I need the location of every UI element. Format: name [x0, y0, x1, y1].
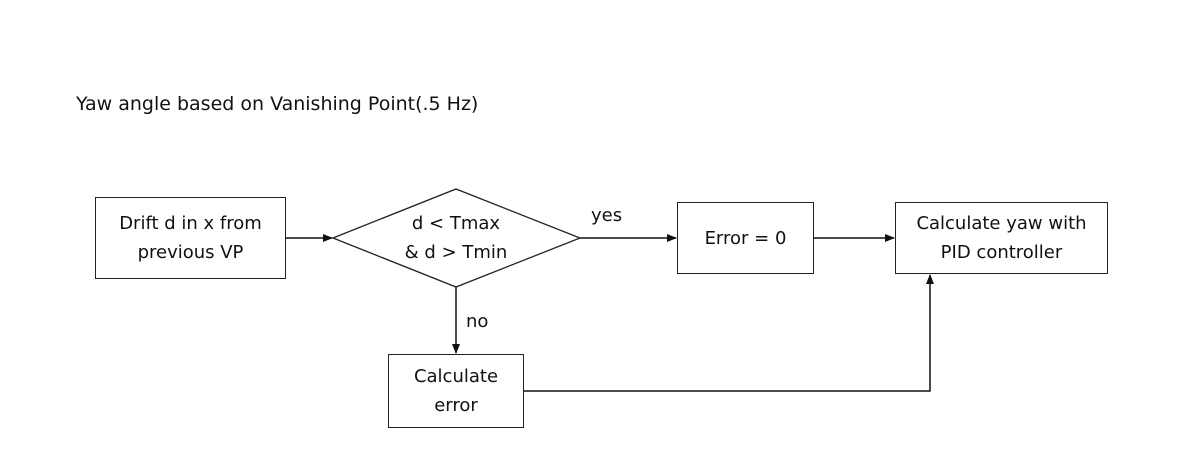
- arrow-calc-error-to-pid: [524, 274, 934, 392]
- decision-line2: & d > Tmin: [404, 242, 508, 263]
- calc-error-box: Calculate error: [388, 354, 524, 428]
- error-zero-line1: Error = 0: [704, 227, 787, 249]
- no-label: no: [466, 311, 489, 332]
- decision-line1: d < Tmax: [411, 213, 501, 234]
- pid-box: Calculate yaw with PID controller: [895, 202, 1108, 274]
- calc-error-line2: error: [434, 395, 478, 416]
- pid-box-line2: PID controller: [940, 242, 1063, 263]
- drift-box-line2: previous VP: [137, 242, 244, 263]
- calc-error-line1: Calculate: [413, 366, 499, 387]
- pid-box-line1: Calculate yaw with: [916, 213, 1087, 234]
- drift-box-line1: Drift d in x from: [119, 213, 262, 234]
- drift-box: Drift d in x from previous VP: [95, 197, 286, 279]
- error-zero-box: Error = 0: [677, 202, 814, 274]
- decision-text: d < Tmax & d > Tmin: [380, 209, 532, 267]
- yes-label: yes: [591, 205, 623, 226]
- diagram-title: Yaw angle based on Vanishing Point(.5 Hz…: [76, 93, 479, 115]
